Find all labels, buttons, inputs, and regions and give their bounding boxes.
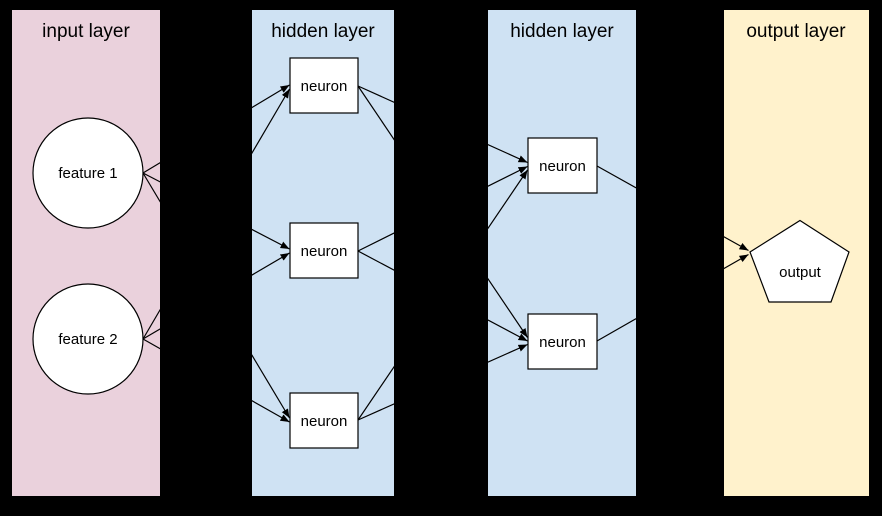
node-feature2-label: feature 2 bbox=[58, 331, 117, 348]
edge-h1n1-h2n1 bbox=[357, 85, 528, 164]
edges bbox=[142, 84, 749, 423]
edge-h1n1-h2n2 bbox=[357, 85, 528, 338]
node-h1-neuron-3-label: neuron bbox=[301, 413, 348, 430]
edge-h2n2-output bbox=[596, 253, 749, 342]
column-hidden-layer-2 bbox=[488, 10, 636, 496]
node-output-label: output bbox=[779, 264, 822, 281]
hidden-layer-2-title: hidden layer bbox=[510, 21, 614, 42]
node-h1-neuron-1-label: neuron bbox=[301, 78, 348, 95]
edge-h1n3-h2n2 bbox=[357, 343, 528, 421]
node-h2-neuron-1-label: neuron bbox=[539, 158, 586, 175]
edge-h2n1-output bbox=[596, 165, 749, 252]
edge-feature2-h1n1 bbox=[142, 88, 291, 340]
edge-h1n2-h2n1 bbox=[357, 165, 528, 252]
node-h2-neuron-2 bbox=[527, 313, 598, 370]
node-h2-neuron-1 bbox=[527, 137, 598, 194]
input-layer-title: input layer bbox=[42, 21, 130, 42]
node-h2-neuron-2-label: neuron bbox=[539, 334, 586, 351]
node-h1-neuron-3 bbox=[289, 392, 359, 449]
edge-h1n3-h2n1 bbox=[357, 169, 528, 421]
edge-feature1-h1n1 bbox=[142, 84, 290, 174]
node-feature2 bbox=[32, 283, 144, 395]
output-layer-title: output layer bbox=[746, 21, 846, 42]
node-h1-neuron-2-label: neuron bbox=[301, 243, 348, 260]
hidden-layer-1-title: hidden layer bbox=[271, 21, 375, 42]
edge-feature2-h1n3 bbox=[142, 338, 290, 423]
edge-feature2-h1n2 bbox=[142, 252, 290, 340]
edge-feature1-h1n2 bbox=[142, 172, 290, 250]
node-h1-neuron-2 bbox=[289, 222, 359, 279]
node-feature1 bbox=[32, 117, 144, 229]
nodes bbox=[32, 57, 850, 449]
node-output-pentagon bbox=[749, 219, 850, 303]
node-h1-neuron-1 bbox=[289, 57, 359, 114]
node-feature1-label: feature 1 bbox=[58, 165, 117, 182]
column-input-layer bbox=[12, 10, 160, 496]
